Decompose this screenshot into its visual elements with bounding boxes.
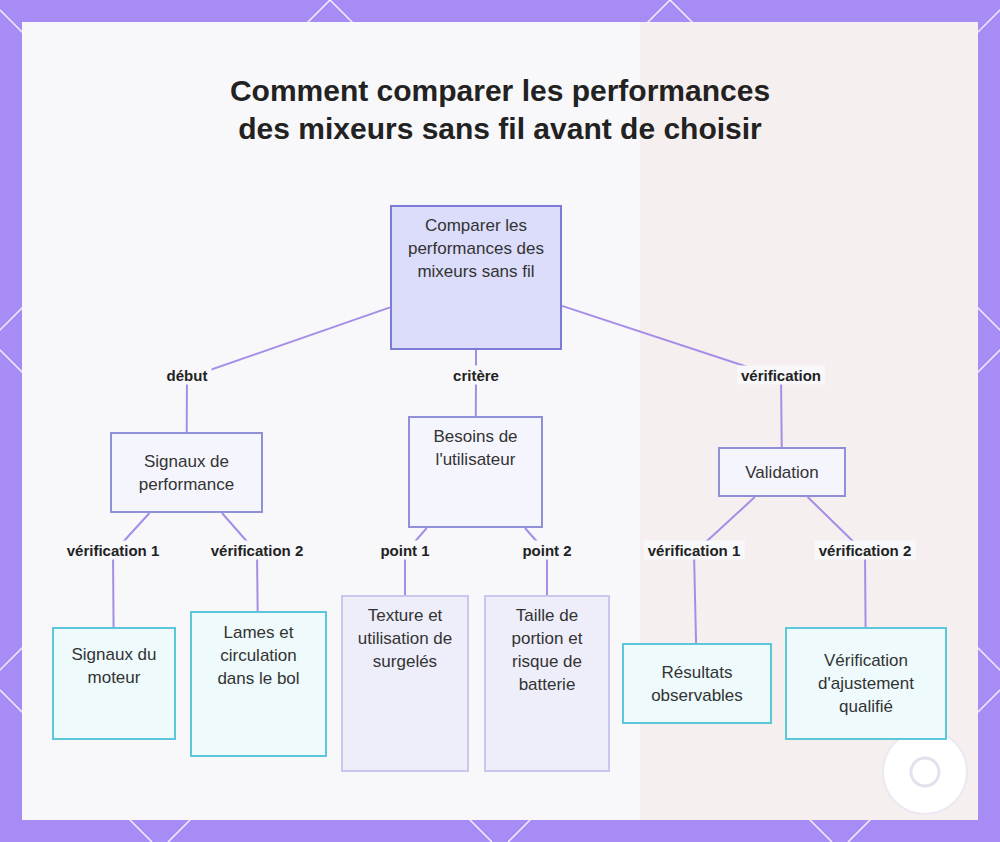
diagram-title: Comment comparer les performances des mi…	[210, 72, 790, 148]
logo-badge	[883, 730, 967, 814]
node-text: Taille de portion et risque de batterie	[498, 604, 596, 696]
node-text: Résultats observables	[636, 661, 758, 707]
check-box: Lames et circulation dans le bol	[190, 611, 327, 757]
check-box: Résultats observables	[622, 643, 772, 724]
connector-line	[113, 513, 150, 627]
edge-label: vérification	[737, 366, 825, 385]
connector-line	[222, 513, 258, 611]
category-box: Besoins de l'utilisateur	[408, 416, 543, 528]
connector-line	[405, 528, 427, 595]
edge-label: point 2	[518, 541, 575, 560]
edge-label: vérification 1	[63, 541, 164, 560]
connector-line	[694, 497, 755, 643]
edge-label: point 1	[376, 541, 433, 560]
category-box: Validation	[718, 447, 846, 497]
edge-label: vérification 2	[207, 541, 308, 560]
edge-label: vérification 1	[644, 541, 745, 560]
edge-label: début	[163, 366, 212, 385]
node-text: Signaux du moteur	[66, 643, 162, 689]
node-text: Lames et circulation dans le bol	[204, 621, 313, 690]
edge-label: critère	[449, 366, 503, 385]
check-box: Signaux du moteur	[52, 627, 176, 740]
node-text: Besoins de l'utilisateur	[422, 425, 529, 471]
root-box: Comparer les performances des mixeurs sa…	[390, 205, 562, 350]
node-text: Comparer les performances des mixeurs sa…	[404, 214, 548, 283]
card	[22, 22, 978, 820]
node-text: Signaux de performance	[124, 450, 249, 496]
node-text: Validation	[745, 461, 818, 484]
category-box: Signaux de performance	[110, 432, 263, 513]
point-box: Texture et utilisation de surgelés	[341, 595, 469, 772]
node-text: Vérification d'ajustement qualifié	[799, 649, 933, 718]
node-text: Texture et utilisation de surgelés	[355, 604, 455, 673]
edge-label: vérification 2	[815, 541, 916, 560]
check-box: Vérification d'ajustement qualifié	[785, 627, 947, 740]
point-box: Taille de portion et risque de batterie	[484, 595, 610, 772]
connector-line	[808, 497, 866, 627]
logo-mark	[911, 758, 939, 786]
connector-line	[525, 528, 547, 595]
connector-line	[187, 307, 390, 432]
